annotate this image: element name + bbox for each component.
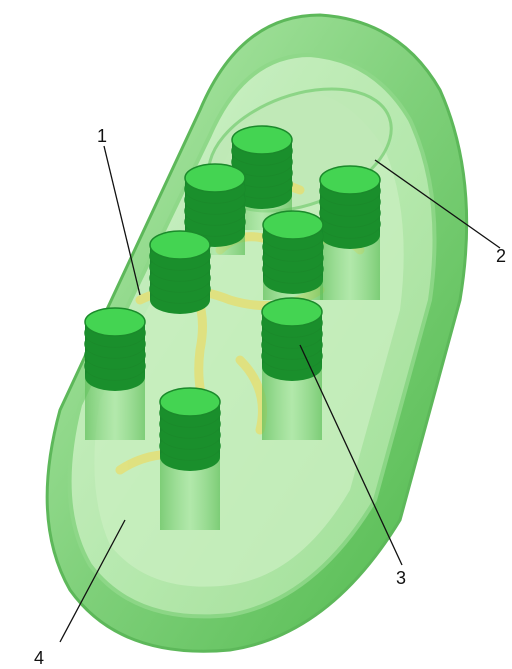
callout-label-1: 1 (97, 126, 107, 146)
granum-stack (85, 308, 145, 440)
granum-stack (262, 298, 322, 440)
granum-stack (160, 388, 220, 530)
callout-label-4: 4 (34, 648, 44, 668)
thylakoid-disc-top (232, 126, 292, 154)
callout-label-3: 3 (396, 568, 406, 588)
callout-label-2: 2 (496, 246, 506, 266)
thylakoid-disc-top (150, 231, 210, 259)
thylakoid-disc-top (262, 298, 322, 326)
granum-stack (320, 166, 380, 300)
granum-stack (150, 231, 210, 314)
thylakoid-disc-top (263, 211, 323, 239)
granum-stack (263, 211, 323, 300)
thylakoid-disc-top (85, 308, 145, 336)
leader-line-1 (104, 146, 140, 295)
thylakoid-disc-top (160, 388, 220, 416)
thylakoid-disc-top (320, 166, 380, 194)
thylakoid-disc-top (185, 164, 245, 192)
